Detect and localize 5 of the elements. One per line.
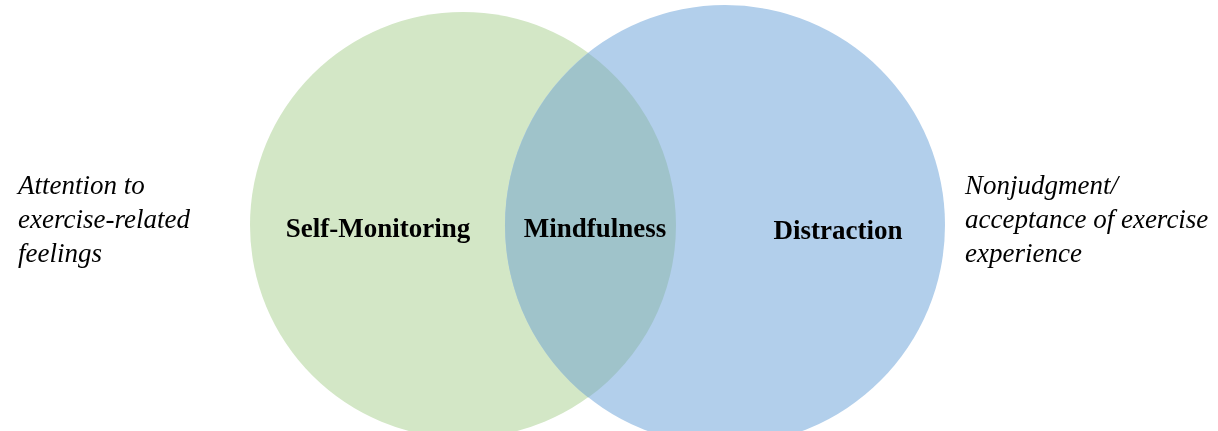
description-text: Attention to exercise-related feelings xyxy=(18,169,191,270)
description-text: Nonjudgment/ acceptance of exercise experience xyxy=(965,169,1210,270)
venn-label: Distraction xyxy=(773,214,903,246)
venn-label: Mindfulness xyxy=(523,212,667,244)
venn-label: Self-Monitoring xyxy=(285,212,471,244)
